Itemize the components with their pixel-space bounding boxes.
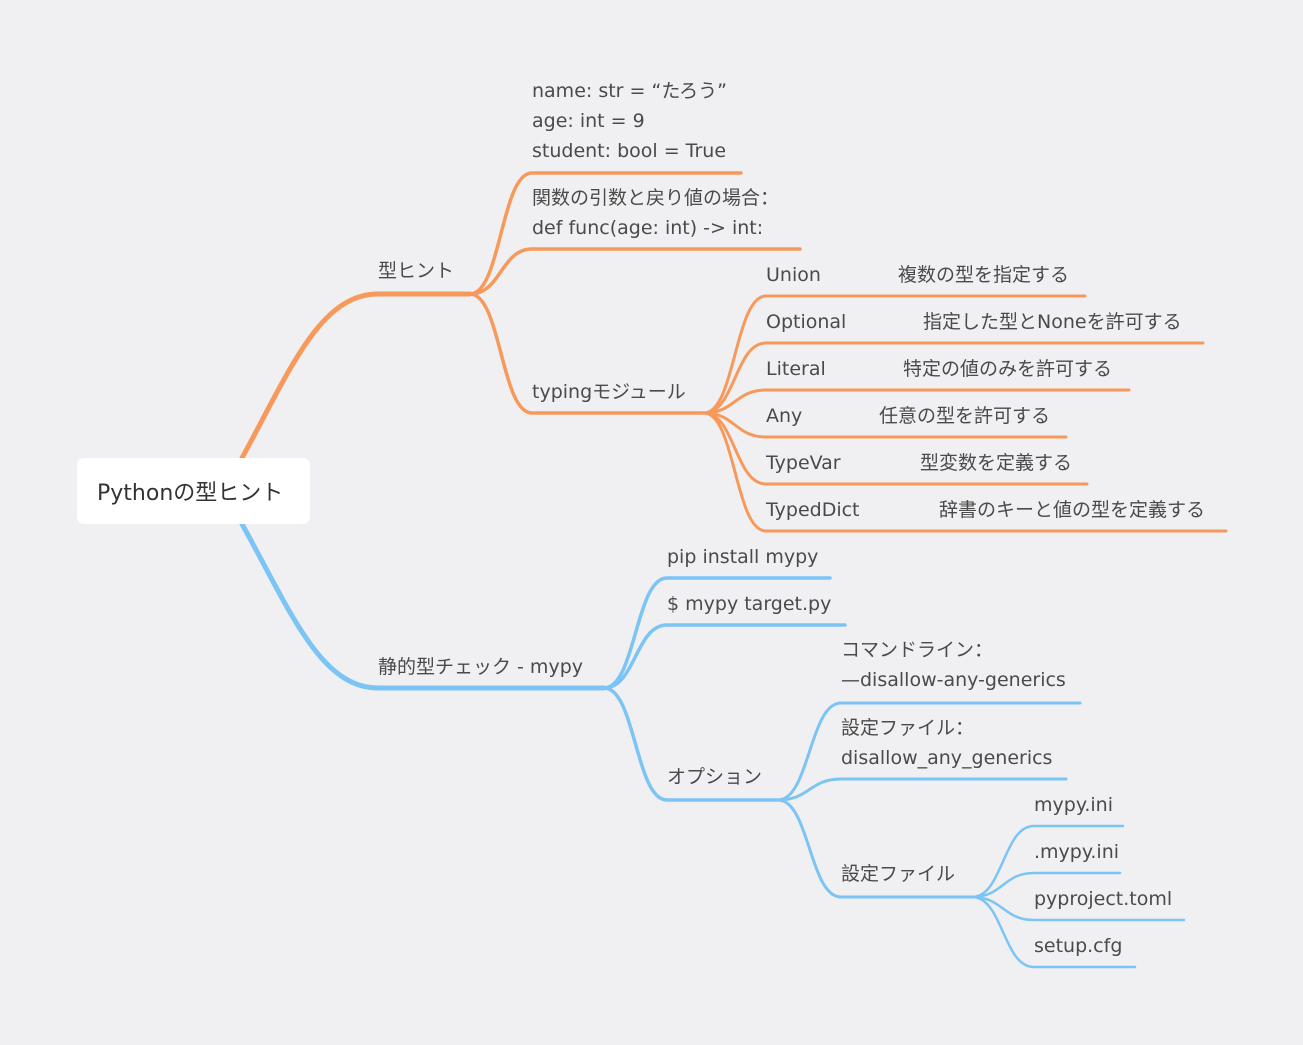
connector-config-files	[776, 798, 974, 899]
node-typeddict-desc[interactable]: 辞書のキーと値の型を定義する	[939, 499, 1206, 521]
connector-root-type-hints	[239, 291, 473, 461]
node-config-option[interactable]: 設定ファイル： disallow_any_generics	[841, 713, 1052, 773]
node-mypy-ini-label: mypy.ini	[1034, 794, 1113, 816]
connector-typeddict	[702, 411, 1228, 533]
connector-typing	[468, 292, 706, 415]
node-typing[interactable]: typingモジュール	[532, 377, 686, 407]
node-install[interactable]: pip install mypy	[667, 542, 818, 572]
root-node[interactable]: Pythonの型ヒント	[77, 458, 310, 524]
node-options-label: オプション	[667, 766, 763, 788]
node-union-label: Union	[766, 264, 821, 286]
node-mypy-label: 静的型チェック - mypy	[378, 656, 583, 678]
connector-run	[602, 623, 847, 690]
node-variables-line-1: name: str = “たろう”	[532, 80, 728, 102]
connector-variables	[468, 171, 743, 296]
root-node-label: Pythonの型ヒント	[97, 481, 284, 506]
node-any[interactable]: Any	[766, 401, 802, 431]
node-literal[interactable]: Literal	[766, 354, 826, 384]
node-function-line-1: 関数の引数と戻り値の場合：	[532, 187, 780, 209]
connector-setup-cfg	[970, 895, 1137, 969]
node-function-line-2: def func(age: int) -> int:	[532, 217, 764, 239]
node-cli-line-1: コマンドライン：	[841, 639, 994, 661]
node-install-label: pip install mypy	[667, 546, 819, 568]
node-typevar-desc[interactable]: 型変数を定義する	[920, 452, 1073, 474]
node-run-label: $ mypy target.py	[667, 593, 832, 615]
node-cli[interactable]: コマンドライン： —disallow-any-generics	[841, 635, 1066, 695]
node-function[interactable]: 関数の引数と戻り値の場合： def func(age: int) -> int:	[532, 183, 779, 243]
node-options[interactable]: オプション	[667, 762, 762, 792]
connector-install	[602, 576, 832, 690]
node-typing-label: typingモジュール	[532, 381, 686, 403]
connector-pyproject	[970, 895, 1186, 922]
node-optional-desc[interactable]: 指定した型とNoneを許可する	[923, 311, 1182, 333]
node-dot-mypy-ini-label: .mypy.ini	[1034, 841, 1120, 863]
node-union-desc[interactable]: 複数の型を指定する	[898, 264, 1070, 286]
connector-options	[602, 686, 780, 802]
node-union[interactable]: Union	[766, 260, 821, 290]
connector-dot-mypy-ini	[970, 871, 1122, 899]
connector-mypy-ini	[970, 824, 1125, 899]
node-pyproject[interactable]: pyproject.toml	[1034, 884, 1172, 914]
connector-config-option	[776, 777, 1068, 802]
node-config-option-line-1: 設定ファイル：	[841, 717, 975, 739]
node-optional[interactable]: Optional	[766, 307, 846, 337]
node-variables-line-2: age: int = 9	[532, 110, 645, 132]
connector-literal	[702, 388, 1131, 415]
node-mypy-ini[interactable]: mypy.ini	[1034, 790, 1113, 820]
connector-root-mypy	[239, 521, 607, 691]
node-cli-line-2: —disallow-any-generics	[841, 669, 1066, 691]
node-typeddict-label: TypedDict	[766, 499, 860, 521]
node-literal-desc[interactable]: 特定の値のみを許可する	[903, 358, 1113, 380]
connector-union	[702, 294, 1087, 415]
node-typevar[interactable]: TypeVar	[766, 448, 841, 478]
node-mypy[interactable]: 静的型チェック - mypy	[378, 652, 583, 682]
node-any-desc[interactable]: 任意の型を許可する	[879, 405, 1051, 427]
connector-function	[468, 247, 802, 296]
node-type-hints[interactable]: 型ヒント	[378, 256, 454, 286]
node-setup-cfg-label: setup.cfg	[1034, 935, 1123, 957]
node-variables-line-3: student: bool = True	[532, 140, 727, 162]
node-typevar-label: TypeVar	[766, 452, 841, 474]
connector-cli	[776, 701, 1082, 802]
node-config-files[interactable]: 設定ファイル	[841, 859, 955, 889]
node-config-files-label: 設定ファイル	[841, 863, 956, 885]
node-setup-cfg[interactable]: setup.cfg	[1034, 931, 1122, 961]
node-pyproject-label: pyproject.toml	[1034, 888, 1173, 910]
connector-optional	[702, 341, 1205, 415]
node-config-option-line-2: disallow_any_generics	[841, 747, 1053, 769]
node-type-hints-label: 型ヒント	[378, 260, 455, 282]
node-optional-label: Optional	[766, 311, 847, 333]
node-typeddict[interactable]: TypedDict	[766, 495, 860, 525]
node-variables[interactable]: name: str = “たろう” age: int = 9 student: …	[532, 76, 727, 166]
node-any-label: Any	[766, 405, 803, 427]
node-run[interactable]: $ mypy target.py	[667, 589, 831, 619]
node-dot-mypy-ini[interactable]: .mypy.ini	[1034, 837, 1119, 867]
node-literal-label: Literal	[766, 358, 826, 380]
